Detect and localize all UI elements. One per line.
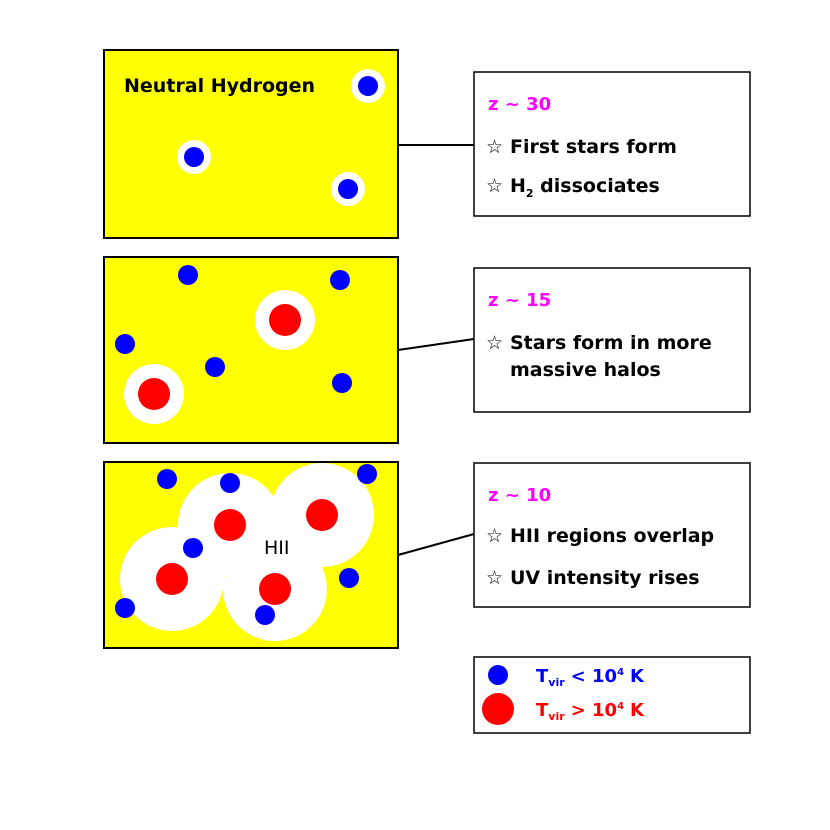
redshift-label: z ~ 15 <box>488 290 551 311</box>
halo-small <box>220 473 240 493</box>
redshift-label: z ~ 30 <box>488 94 551 115</box>
hii-region-label: HII <box>264 537 290 559</box>
info-bullet: UV intensity rises <box>510 567 700 589</box>
info-bullet: H2 dissociates <box>510 175 660 200</box>
info-bullet: First stars form <box>510 136 677 158</box>
halo-small <box>255 605 275 625</box>
halo-small-with-bubble <box>177 140 211 174</box>
redshift-label: z ~ 10 <box>488 485 551 506</box>
legend-large-halo-marker <box>482 693 514 725</box>
info-box-z15: z ~ 15 ☆ Stars form in more massive halo… <box>473 267 751 413</box>
bullet-star-icon: ☆ <box>486 332 503 354</box>
info-bullet: massive halos <box>510 359 661 381</box>
halo-large <box>156 563 188 595</box>
bullet-star-icon: ☆ <box>486 175 503 197</box>
info-box-frame <box>473 71 751 217</box>
panel-z15 <box>103 256 399 444</box>
halo-large <box>214 509 246 541</box>
halo-small-with-bubble <box>331 172 365 206</box>
halo-large <box>306 499 338 531</box>
panel-z30: Neutral Hydrogen <box>103 49 399 239</box>
halo-large-with-bubble <box>255 290 315 350</box>
halo-small <box>183 538 203 558</box>
halo-small <box>205 357 225 377</box>
halo-large-with-bubble <box>124 364 184 424</box>
info-box-frame <box>473 462 751 608</box>
halo-small <box>330 270 350 290</box>
connector-line <box>397 338 475 351</box>
halo-small <box>339 568 359 588</box>
panel-background <box>103 49 399 239</box>
panel-title: Neutral Hydrogen <box>124 75 315 97</box>
info-bullet: HII regions overlap <box>510 525 714 547</box>
connector-line <box>397 533 475 556</box>
info-box-z30: z ~ 30 ☆ First stars form ☆ H2 dissociat… <box>473 71 751 217</box>
legend-small-halo-marker <box>488 665 508 685</box>
info-bullet: Stars form in more <box>510 332 712 354</box>
halo-small <box>178 265 198 285</box>
info-box-frame <box>473 267 751 413</box>
panel-z10: HII <box>103 461 399 649</box>
bullet-star-icon: ☆ <box>486 136 503 158</box>
bullet-star-icon: ☆ <box>486 567 503 589</box>
halo-small <box>357 464 377 484</box>
halo-large <box>259 573 291 605</box>
halo-small <box>332 373 352 393</box>
halo-small <box>157 469 177 489</box>
info-box-z10: z ~ 10 ☆ HII regions overlap ☆ UV intens… <box>473 462 751 608</box>
legend-frame <box>473 656 751 734</box>
halo-small <box>115 598 135 618</box>
halo-small-with-bubble <box>351 69 385 103</box>
halo-small <box>115 334 135 354</box>
bullet-star-icon: ☆ <box>486 525 503 547</box>
